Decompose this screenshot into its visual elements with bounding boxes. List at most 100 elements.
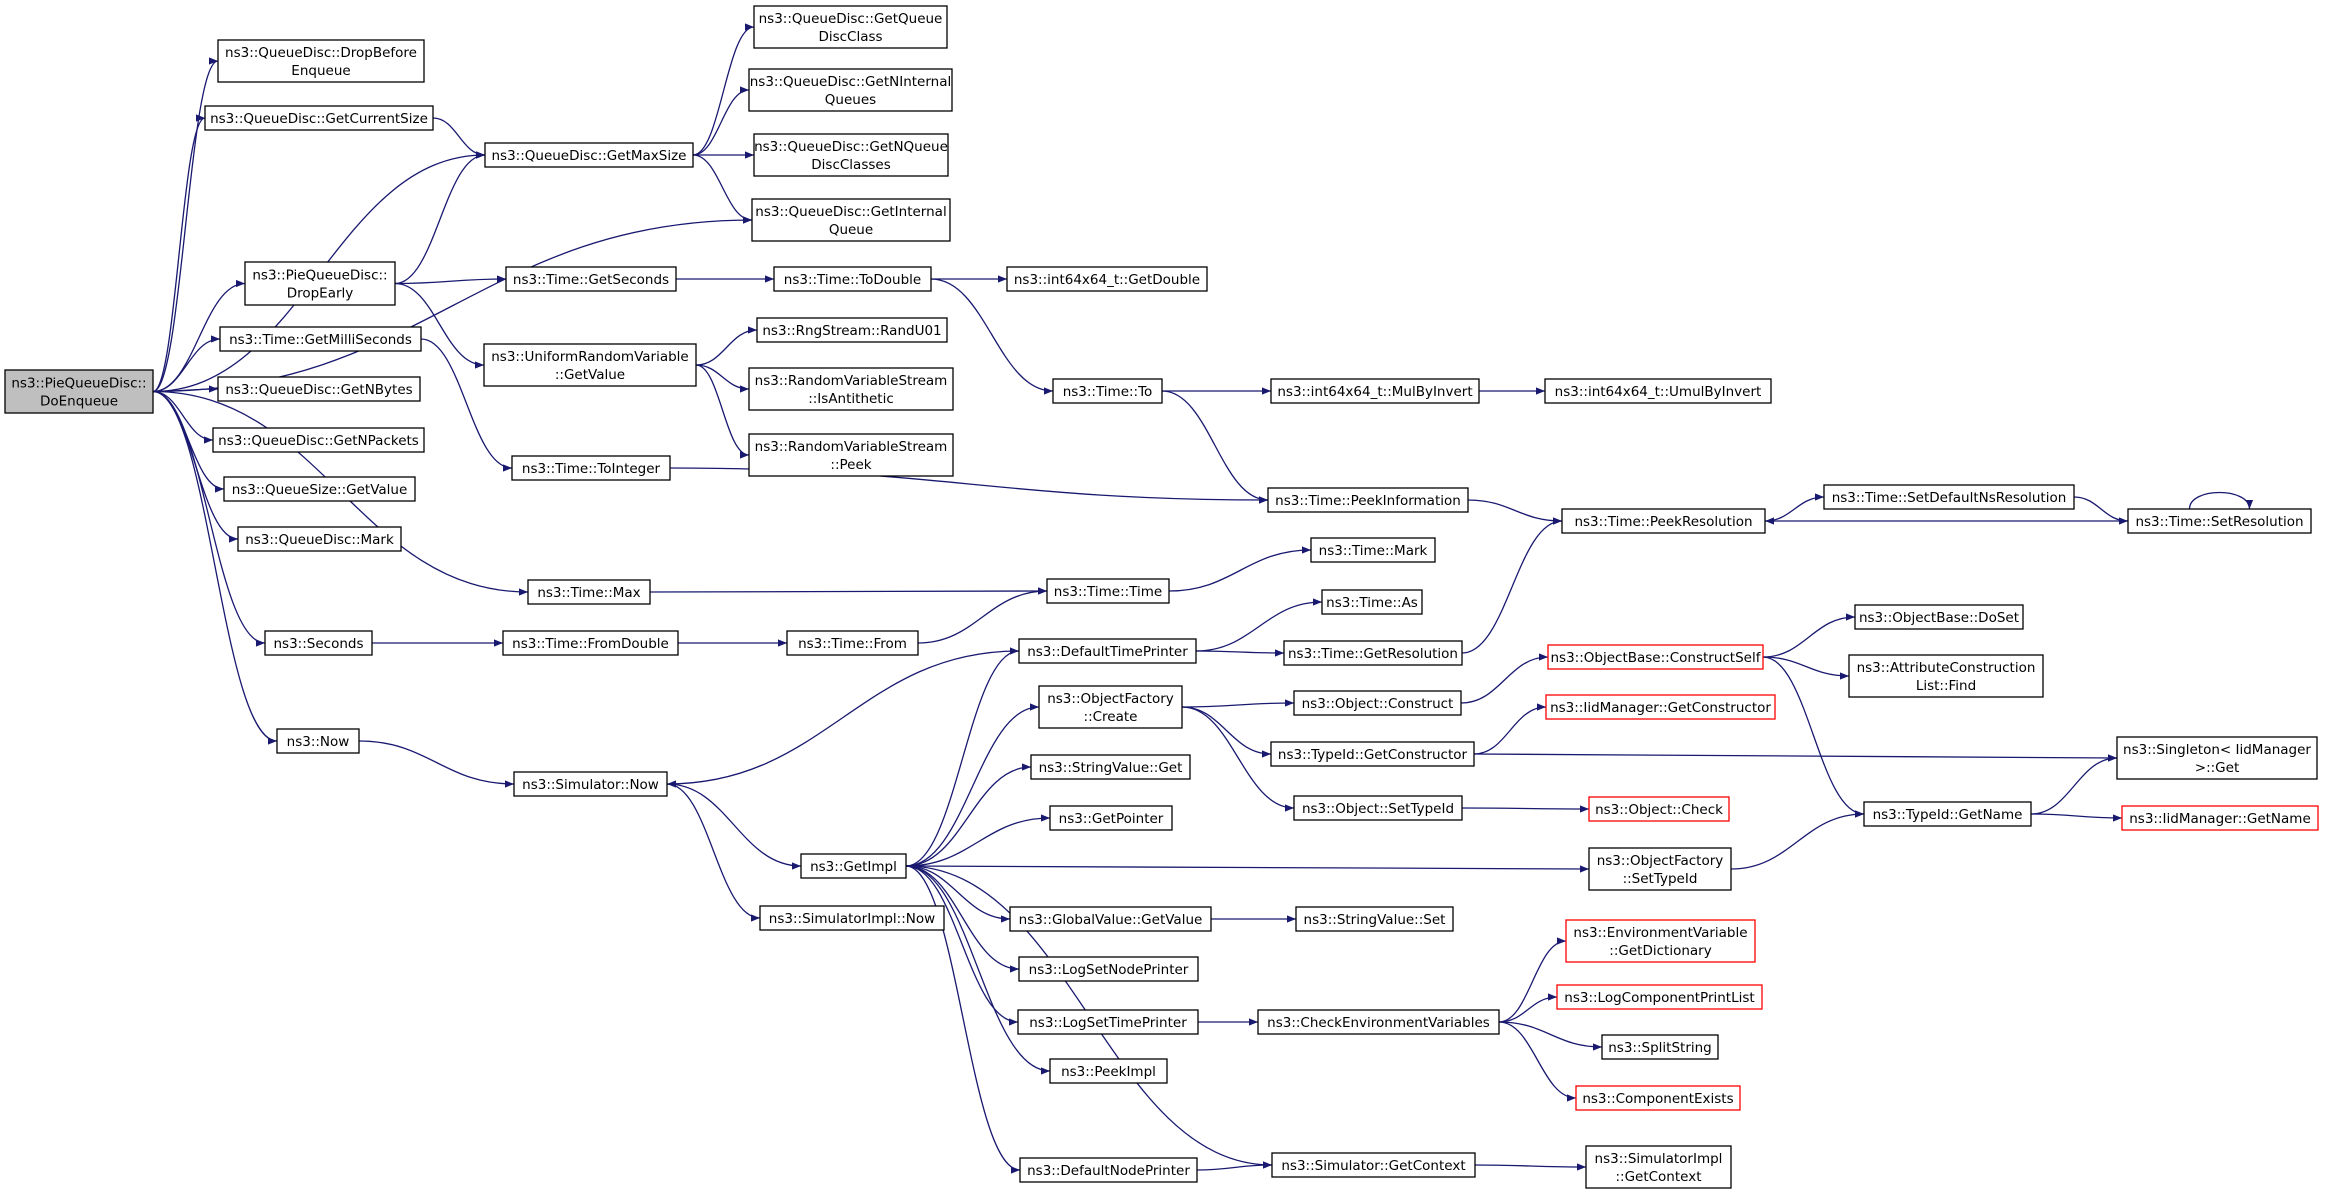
node-box: [1270, 378, 1480, 404]
graph-node-comp-exists[interactable]: ns3::ComponentExists: [1575, 1085, 1741, 1111]
call-edge-get-impl-to-peek-impl: [905, 865, 1051, 1075]
node-label: ns3::ObjectBase::ConstructSelf: [1551, 650, 1762, 666]
graph-node-sim-get-context[interactable]: ns3::Simulator::GetContext: [1271, 1152, 1476, 1178]
graph-node-sim-impl-get-context[interactable]: ns3::SimulatorImpl::GetContext: [1585, 1145, 1732, 1189]
graph-node-get-pointer[interactable]: ns3::GetPointer: [1049, 805, 1173, 831]
graph-node-type-id-get-name[interactable]: ns3::TypeId::GetName: [1863, 801, 2032, 827]
graph-node-log-set-time[interactable]: ns3::LogSetTimePrinter: [1017, 1009, 1199, 1035]
graph-node-get-cur-size[interactable]: ns3::QueueDisc::GetCurrentSize: [204, 105, 434, 131]
graph-node-to-integer[interactable]: ns3::Time::ToInteger: [511, 455, 671, 481]
node-box: [1544, 378, 1772, 404]
node-box: [219, 326, 422, 352]
node-box: [800, 853, 907, 879]
graph-node-get-seconds[interactable]: ns3::Time::GetSeconds: [505, 266, 677, 292]
graph-node-obj-check[interactable]: ns3::Object::Check: [1588, 796, 1730, 822]
graph-node-drop-early[interactable]: ns3::PieQueueDisc::DropEarly: [244, 261, 396, 306]
graph-node-sv-get[interactable]: ns3::StringValue::Get: [1030, 754, 1191, 780]
graph-node-get-nbytes[interactable]: ns3::QueueDisc::GetNBytes: [217, 376, 421, 402]
graph-node-now[interactable]: ns3::Now: [276, 728, 360, 754]
graph-node-iid-get-name[interactable]: ns3::IidManager::GetName: [2121, 805, 2319, 831]
graph-node-env-get-dict[interactable]: ns3::EnvironmentVariable::GetDictionary: [1565, 919, 1756, 963]
graph-node-time-max[interactable]: ns3::Time::Max: [527, 579, 651, 605]
graph-node-log-set-node[interactable]: ns3::LogSetNodePrinter: [1018, 956, 1199, 982]
node-box: [786, 630, 919, 656]
graph-node-get-max-size[interactable]: ns3::QueueDisc::GetMaxSize: [484, 142, 694, 168]
graph-node-mul-by-invert[interactable]: ns3::int64x64_t::MulByInvert: [1270, 378, 1480, 404]
node-box: [1823, 484, 2075, 510]
graph-node-split-string[interactable]: ns3::SplitString: [1601, 1034, 1719, 1060]
graph-node-sim-now[interactable]: ns3::Simulator::Now: [513, 771, 668, 797]
node-box: [2116, 736, 2318, 780]
node-box: [1588, 796, 1730, 822]
node-label: ns3::Time::From: [798, 636, 907, 652]
graph-node-to-double[interactable]: ns3::Time::ToDouble: [773, 266, 932, 292]
graph-node-time-from[interactable]: ns3::Time::From: [786, 630, 919, 656]
node-label: ns3::EnvironmentVariable: [1573, 925, 1747, 941]
graph-node-def-time-printer[interactable]: ns3::DefaultTimePrinter: [1018, 638, 1197, 664]
graph-node-obj-construct[interactable]: ns3::Object::Construct: [1293, 690, 1462, 716]
graph-node-get-resolution[interactable]: ns3::Time::GetResolution: [1283, 640, 1463, 666]
node-label: ns3::int64x64_t::GetDouble: [1014, 272, 1200, 288]
graph-node-mark[interactable]: ns3::QueueDisc::Mark: [237, 526, 402, 552]
graph-node-construct-self[interactable]: ns3::ObjectBase::ConstructSelf: [1547, 644, 1764, 670]
node-label: ::GetContext: [1615, 1169, 1701, 1185]
graph-node-sv-set[interactable]: ns3::StringValue::Set: [1295, 906, 1454, 932]
graph-node-peek[interactable]: ns3::RandomVariableStream::Peek: [748, 433, 954, 477]
graph-node-seconds[interactable]: ns3::Seconds: [264, 630, 373, 656]
node-label: ns3::IidManager::GetName: [2129, 811, 2311, 827]
node-box: [1321, 589, 1423, 615]
call-edge-of-create-to-set-type-id-obj: [1181, 706, 1295, 812]
graph-node-gv-get-value[interactable]: ns3::GlobalValue::GetValue: [1009, 906, 1212, 932]
node-label: ns3::PieQueueDisc::: [252, 268, 387, 284]
graph-node-rand-u01[interactable]: ns3::RngStream::RandU01: [756, 317, 948, 343]
call-edge-root-to-seconds: [152, 390, 266, 647]
node-label: ns3::Time::PeekInformation: [1275, 493, 1461, 509]
node-box: [1293, 795, 1463, 821]
graph-node-singleton-get[interactable]: ns3::Singleton< IidManager>::Get: [2116, 736, 2318, 780]
graph-node-from-double[interactable]: ns3::Time::FromDouble: [502, 630, 679, 656]
call-edge-obj-construct-to-construct-self: [1460, 653, 1549, 704]
graph-node-umul-by-invert[interactable]: ns3::int64x64_t::UmulByInvert: [1544, 378, 1772, 404]
graph-node-urv-get-value[interactable]: ns3::UniformRandomVariable::GetValue: [483, 343, 697, 387]
graph-node-set-resolution[interactable]: ns3::Time::SetResolution: [2127, 508, 2312, 534]
node-label: ns3::Time::As: [1326, 595, 1418, 611]
call-edge-check-env-to-env-get-dict: [1498, 937, 1567, 1023]
graph-node-qs-get-value[interactable]: ns3::QueueSize::GetValue: [223, 476, 416, 502]
node-label: ns3::Object::Construct: [1302, 696, 1454, 712]
graph-node-get-constructor[interactable]: ns3::TypeId::GetConstructor: [1270, 741, 1475, 767]
graph-node-sim-impl-now[interactable]: ns3::SimulatorImpl::Now: [759, 905, 945, 931]
graph-node-log-comp-list[interactable]: ns3::LogComponentPrintList: [1556, 984, 1763, 1010]
graph-node-peek-impl[interactable]: ns3::PeekImpl: [1049, 1058, 1168, 1084]
graph-node-get-npackets[interactable]: ns3::QueueDisc::GetNPackets: [212, 427, 425, 453]
graph-node-do-set[interactable]: ns3::ObjectBase::DoSet: [1854, 604, 2024, 630]
call-edge-urv-get-value-to-rand-u01: [695, 326, 758, 366]
graph-node-time-mark[interactable]: ns3::Time::Mark: [1310, 537, 1436, 563]
graph-node-time-time[interactable]: ns3::Time::Time: [1046, 578, 1170, 604]
graph-node-iid-get-ctor[interactable]: ns3::IidManager::GetConstructor: [1545, 694, 1776, 720]
graph-node-check-env[interactable]: ns3::CheckEnvironmentVariables: [1257, 1009, 1500, 1035]
graph-node-get-milli[interactable]: ns3::Time::GetMilliSeconds: [219, 326, 422, 352]
call-edge-get-impl-to-log-set-time: [905, 865, 1019, 1026]
graph-node-peek-info[interactable]: ns3::Time::PeekInformation: [1267, 487, 1469, 513]
graph-node-def-node-printer[interactable]: ns3::DefaultNodePrinter: [1019, 1157, 1198, 1183]
graph-node-peek-res[interactable]: ns3::Time::PeekResolution: [1561, 508, 1766, 534]
graph-node-time-as[interactable]: ns3::Time::As: [1321, 589, 1423, 615]
graph-node-set-type-id-obj[interactable]: ns3::Object::SetTypeId: [1293, 795, 1463, 821]
graph-node-is-antithetic[interactable]: ns3::RandomVariableStream::IsAntithetic: [748, 367, 954, 411]
graph-node-of-set-type-id[interactable]: ns3::ObjectFactory::SetTypeId: [1588, 847, 1732, 891]
graph-node-set-def-ns-res[interactable]: ns3::Time::SetDefaultNsResolution: [1823, 484, 2075, 510]
graph-node-time-to[interactable]: ns3::Time::To: [1052, 378, 1163, 404]
node-label: ns3::AttributeConstruction: [1857, 660, 2036, 676]
call-edge-get-impl-to-log-set-node: [905, 865, 1020, 973]
graph-node-root[interactable]: ns3::PieQueueDisc::DoEnqueue: [4, 369, 154, 414]
graph-node-get-double[interactable]: ns3::int64x64_t::GetDouble: [1006, 266, 1208, 292]
graph-node-get-impl[interactable]: ns3::GetImpl: [800, 853, 907, 879]
graph-node-of-create[interactable]: ns3::ObjectFactory::Create: [1038, 685, 1183, 729]
